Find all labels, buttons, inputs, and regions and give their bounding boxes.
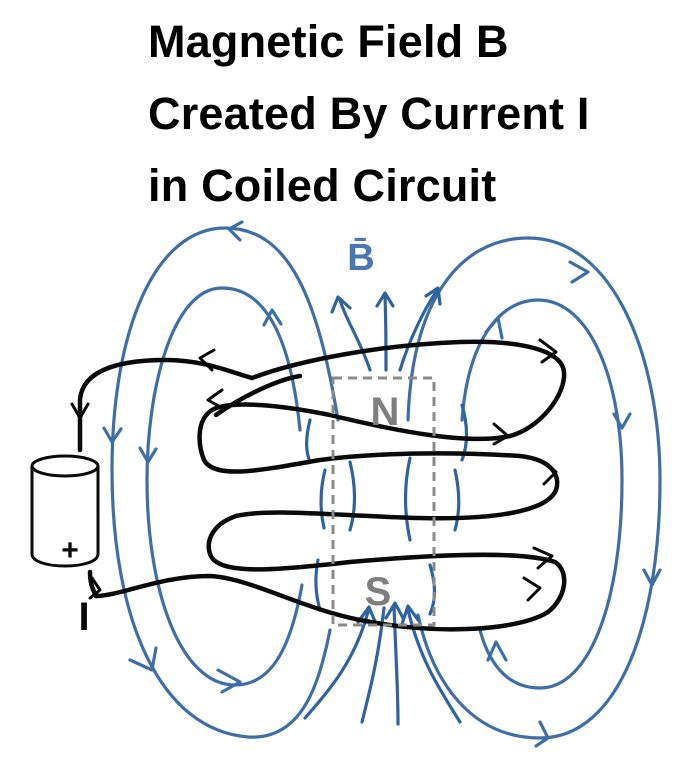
- inner-stroke-8: [428, 563, 437, 616]
- south-line-center: [392, 604, 400, 726]
- north-pole-label: N: [371, 390, 400, 434]
- north-line-left-arrow: [330, 295, 352, 314]
- south-line-center-arrow: [384, 601, 405, 620]
- right-field-arrow-outer-right: [642, 568, 662, 587]
- north-line-center: [383, 294, 388, 372]
- inner-stroke-2: [348, 460, 357, 532]
- right-field-arrow-inner-top: [484, 316, 504, 340]
- north-line-left: [338, 298, 372, 372]
- left-field-arrow-top: [227, 220, 244, 242]
- inner-stroke-6: [460, 403, 469, 462]
- left-field-arrow-bottom: [128, 646, 158, 672]
- right-field-arrow-inner-right: [612, 412, 632, 430]
- wire-arrow-top-left: [198, 348, 216, 372]
- left-field-arrow-inner-bottom: [216, 668, 242, 694]
- wire-arrow-middle-left: [492, 422, 510, 446]
- inner-stroke-1: [319, 468, 327, 530]
- magnet-pole-box: [331, 376, 436, 627]
- wire-from-battery-top: [77, 357, 255, 453]
- south-line-far-left-arrow: [356, 605, 378, 626]
- right-field-loops: [406, 236, 662, 748]
- wire-arrow-left-top: [70, 402, 90, 420]
- right-outer-field-loop: [406, 236, 662, 740]
- left-field-arrow-inner-top: [262, 308, 283, 327]
- inner-stroke-4: [453, 468, 461, 532]
- title-line-3: in Coiled Circuit: [148, 160, 497, 211]
- north-field-lines: [330, 286, 442, 372]
- battery-body: [30, 466, 100, 568]
- left-inner-field-loop: [145, 286, 304, 687]
- right-field-arrow-top: [568, 260, 590, 284]
- wire-arrow-battery-bottom: [88, 576, 102, 600]
- south-line-far-left: [303, 610, 370, 720]
- diagram-title: Magnetic Field B Created By Current I in…: [148, 6, 688, 222]
- north-line-right: [398, 290, 438, 372]
- wire-arrows: [70, 338, 558, 602]
- south-field-lines: [303, 601, 462, 726]
- title-line-2: Created By Current I: [148, 88, 590, 139]
- left-field-loops: [102, 220, 340, 739]
- current-label: I: [78, 595, 89, 639]
- south-pole-label: S: [365, 570, 392, 614]
- wire-arrow-top-right: [538, 338, 558, 364]
- inner-stroke-5: [305, 418, 312, 464]
- north-line-right-arrow: [424, 286, 442, 306]
- coiled-wire: [77, 339, 567, 632]
- wire-arrow-back-left: [206, 388, 224, 410]
- wire-coil-turn-1: [93, 339, 567, 632]
- title-line-1: Magnetic Field B: [148, 16, 509, 67]
- battery: +: [30, 454, 100, 568]
- wire-arrow-lower-right: [532, 546, 554, 570]
- north-line-center-arrow: [375, 291, 395, 308]
- wire-arrow-middle-right: [538, 458, 558, 486]
- right-field-arrow-inner-bottom: [486, 640, 508, 662]
- left-field-arrow-inner-left: [138, 446, 158, 464]
- right-inner-field-loop: [460, 298, 624, 690]
- wire-arrow-bottom-right: [522, 576, 542, 602]
- inner-field-strokes: [305, 403, 469, 616]
- right-field-arrow-bottom: [534, 720, 550, 748]
- left-outer-field-loop: [110, 226, 340, 739]
- battery-top: [30, 454, 100, 478]
- battery-plus-label: +: [61, 534, 79, 567]
- wire-back-strand: [213, 373, 303, 418]
- left-field-arrow-outer-left: [102, 426, 123, 444]
- field-symbol-label: B̄: [347, 237, 374, 279]
- south-line-right-arrow: [400, 604, 420, 626]
- inner-stroke-3: [403, 456, 412, 542]
